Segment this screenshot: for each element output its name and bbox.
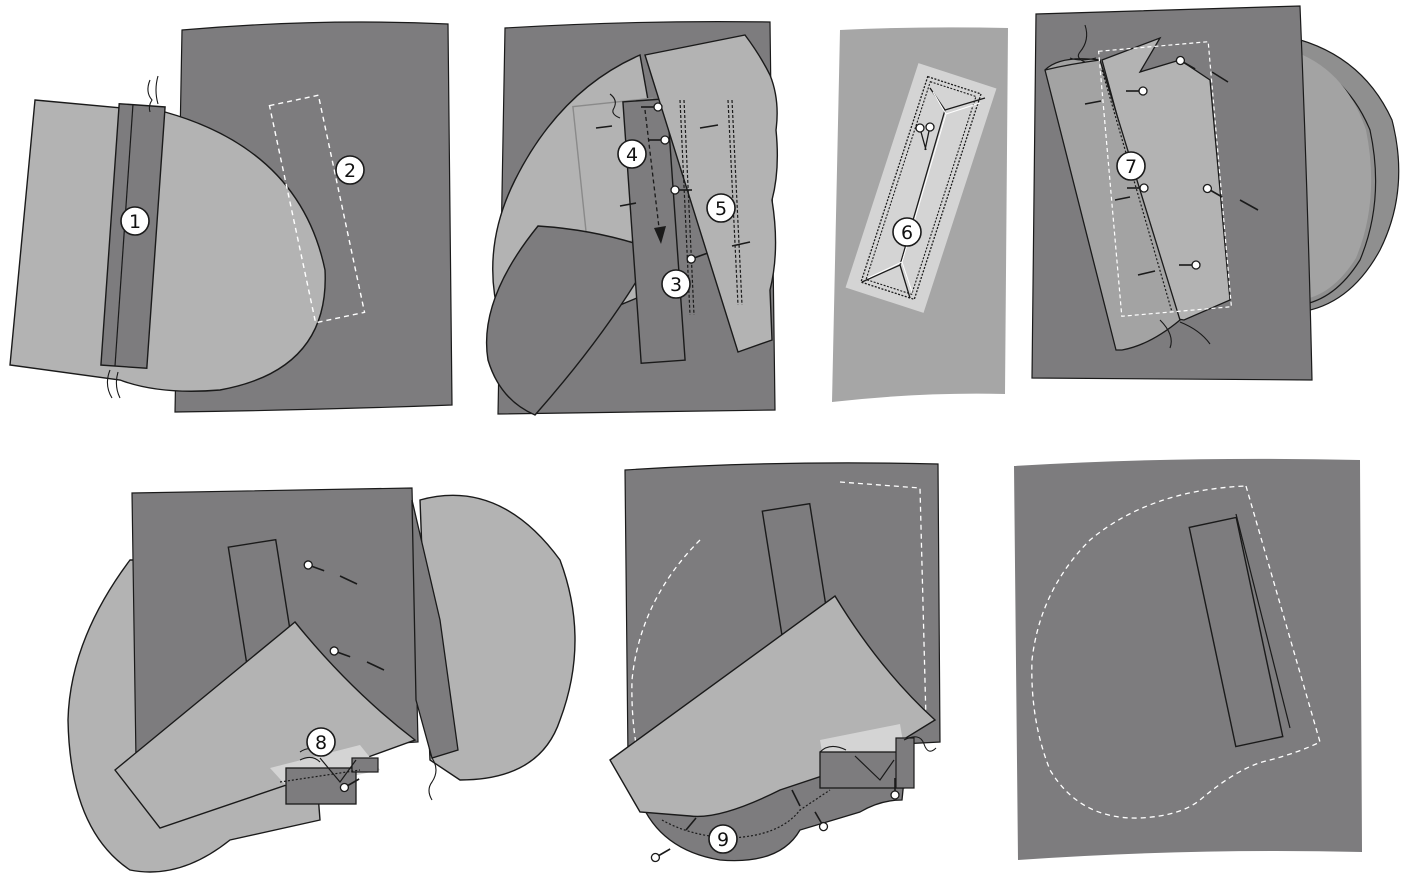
svg-text:8: 8 (315, 732, 327, 754)
svg-text:1: 1 (129, 211, 141, 233)
thread-end-icon (429, 758, 436, 800)
panel-step-7: 7 (1032, 6, 1399, 380)
pin-icon (650, 846, 672, 863)
step-marker-6: 6 (893, 218, 921, 246)
panel-step-8: 8 (68, 488, 575, 872)
step-marker-7: 7 (1117, 152, 1145, 180)
panel-finished (1014, 459, 1362, 860)
step-marker-2: 2 (336, 156, 364, 184)
step-marker-5: 5 (707, 194, 735, 222)
svg-text:7: 7 (1125, 156, 1137, 178)
garment-panel-dark (1014, 459, 1362, 860)
step-marker-4: 4 (618, 140, 646, 168)
panel-step-3-4-5: 4 5 3 (487, 22, 778, 415)
svg-text:9: 9 (717, 829, 729, 851)
panel-step-9: 9 (610, 463, 940, 863)
step-marker-3: 3 (662, 270, 690, 298)
svg-text:6: 6 (901, 222, 913, 244)
welt-bottom (820, 752, 904, 788)
step-marker-1: 1 (121, 207, 149, 235)
step-marker-9: 9 (709, 825, 737, 853)
svg-text:3: 3 (670, 274, 682, 296)
svg-text:4: 4 (626, 144, 638, 166)
svg-text:2: 2 (344, 160, 356, 182)
panel-step-1-2: 1 2 (10, 22, 452, 412)
step-marker-8: 8 (307, 728, 335, 756)
svg-text:5: 5 (715, 198, 727, 220)
panel-step-6: 6 (832, 27, 1008, 402)
